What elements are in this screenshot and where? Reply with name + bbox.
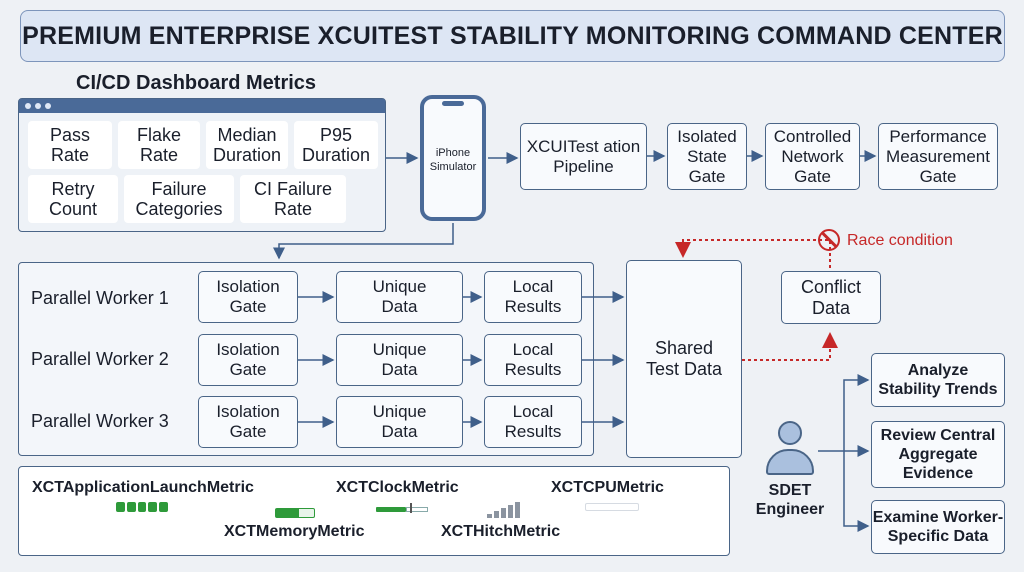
performance-measurement-gate: Performance Measurement Gate — [878, 123, 998, 190]
local-results-2: Local Results — [484, 334, 582, 386]
metric-flake-rate: Flake Rate — [118, 121, 200, 169]
worker-label-3: Parallel Worker 3 — [31, 411, 169, 431]
dashboard-title: CI/CD Dashboard Metrics — [76, 72, 317, 94]
unique-data-1: Unique Data — [336, 271, 463, 323]
local-results-1: Local Results — [484, 271, 582, 323]
isolation-gate-1: Isolation Gate — [198, 271, 298, 323]
engineer-label: SDET Engineer — [755, 482, 825, 518]
xcuitest-pipeline: XCUITest ation Pipeline — [520, 123, 647, 190]
isolation-gate-2: Isolation Gate — [198, 334, 298, 386]
unique-data-2: Unique Data — [336, 334, 463, 386]
shared-test-data: Shared Test Data — [626, 260, 742, 458]
window-dot-icon — [45, 103, 51, 109]
isolation-gate-3: Isolation Gate — [198, 396, 298, 448]
page-title: PREMIUM ENTERPRISE XCUITEST STABILITY MO… — [20, 10, 1005, 62]
metric-ci-failure-rate: CI Failure Rate — [240, 175, 346, 223]
xct-cpu-metric: XCTCPUMetric — [551, 479, 664, 496]
metric-p95-duration: P95 Duration — [294, 121, 378, 169]
memory-gauge-icon — [275, 508, 315, 518]
engineer-icon — [766, 421, 814, 475]
local-results-3: Local Results — [484, 396, 582, 448]
action-examine-worker-data: Examine Worker- Specific Data — [871, 500, 1005, 554]
clock-gauge-icon — [376, 503, 428, 513]
cpu-gauge-icon — [585, 503, 639, 511]
xct-memory-metric: XCTMemoryMetric — [224, 523, 365, 540]
launch-gauge-icon — [116, 502, 168, 512]
action-analyze-trends: Analyze Stability Trends — [871, 353, 1005, 407]
iphone-simulator: iPhone Simulator — [420, 95, 486, 221]
worker-label-2: Parallel Worker 2 — [31, 349, 169, 369]
controlled-network-gate: Controlled Network Gate — [765, 123, 860, 190]
xct-hitch-metric: XCTHitchMetric — [441, 523, 561, 540]
unique-data-3: Unique Data — [336, 396, 463, 448]
xct-launch-metric: XCTApplicationLaunchMetric — [32, 479, 254, 496]
metric-failure-categories: Failure Categories — [124, 175, 234, 223]
action-review-evidence: Review Central Aggregate Evidence — [871, 421, 1005, 488]
conflict-data: Conflict Data — [781, 271, 881, 324]
isolated-state-gate: Isolated State Gate — [667, 123, 747, 190]
xct-clock-metric: XCTClockMetric — [336, 479, 459, 496]
metric-retry-count: Retry Count — [28, 175, 118, 223]
simulator-label: iPhone Simulator — [429, 147, 477, 173]
hitch-bars-icon — [487, 502, 527, 518]
metric-pass-rate: Pass Rate — [28, 121, 112, 169]
worker-label-1: Parallel Worker 1 — [31, 288, 169, 308]
xct-metrics-panel — [18, 466, 730, 556]
metric-median-duration: Median Duration — [206, 121, 288, 169]
window-dot-icon — [25, 103, 31, 109]
window-dot-icon — [35, 103, 41, 109]
window-titlebar — [19, 99, 385, 113]
race-condition-label: Race condition — [847, 232, 953, 249]
phone-notch-icon — [442, 101, 464, 106]
